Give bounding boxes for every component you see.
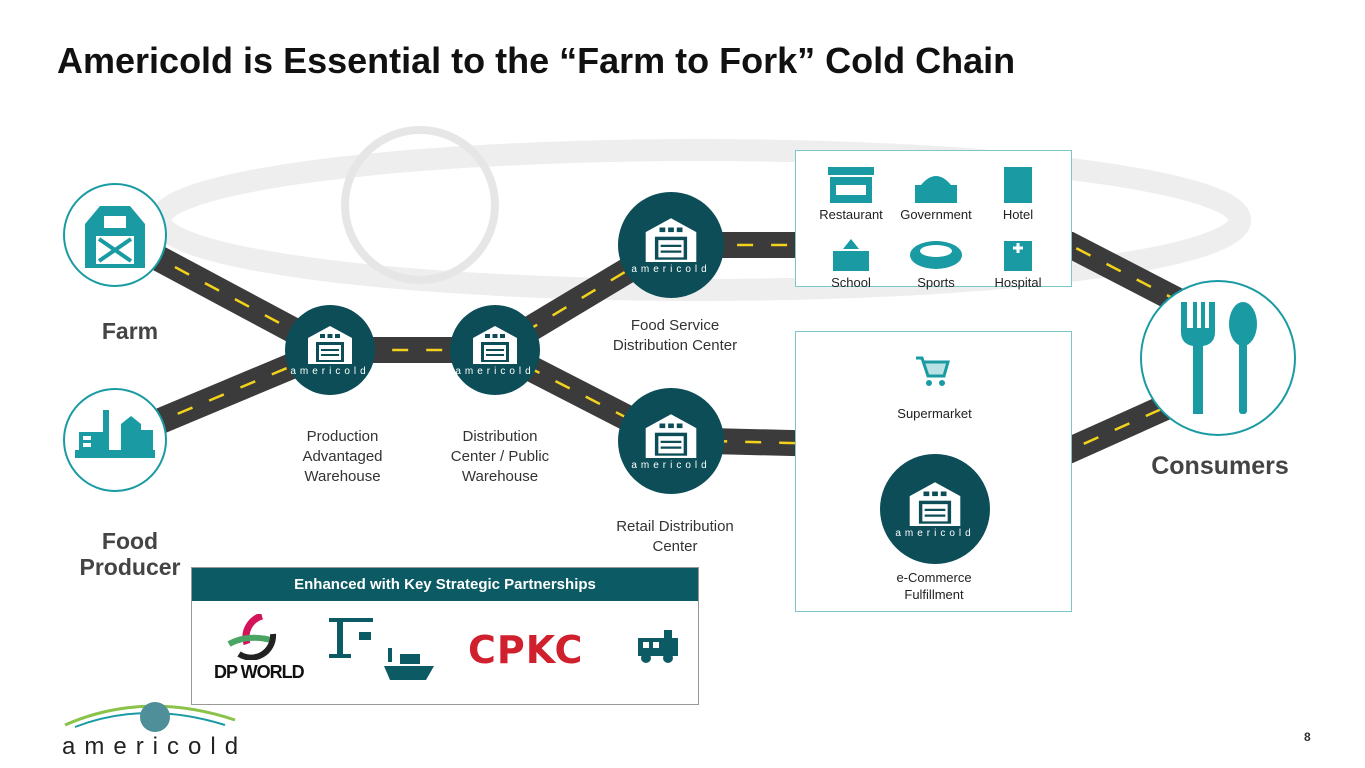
hotel-icon — [1004, 167, 1032, 203]
page-number: 8 — [1304, 730, 1311, 744]
warehouse-icon — [645, 217, 697, 262]
hospital-icon — [1004, 241, 1032, 271]
warehouse-icon — [645, 413, 697, 458]
ecommerce-label: e-Commerce Fulfillment — [896, 570, 972, 602]
partnerships-panel: Enhanced with Key Strategic Partnerships… — [191, 567, 699, 705]
partnerships-heading: Enhanced with Key Strategic Partnerships — [192, 568, 698, 601]
stadium-icon — [910, 241, 962, 269]
warehouse-icon — [473, 325, 517, 364]
sports-item: Sports — [891, 237, 981, 290]
dp-world-logo: DP WORLD — [214, 662, 305, 682]
farm-label: Farm — [101, 318, 159, 344]
port-crane-icon — [329, 618, 373, 658]
restaurant-icon — [828, 167, 874, 203]
page-title: Americold is Essential to the “Farm to F… — [57, 40, 1016, 81]
fork-spoon-icon — [1181, 302, 1257, 414]
hospital-item: Hospital — [973, 237, 1063, 290]
farm-node — [63, 183, 167, 287]
globe-watermark — [341, 126, 499, 284]
retail-dc-node: americold — [618, 388, 724, 494]
ecommerce-node: americold — [880, 454, 990, 564]
food-producer-node — [63, 388, 167, 492]
food-service-outlets-panel: Restaurant Government Hotel School Sport… — [795, 150, 1072, 290]
government-icon — [915, 176, 957, 203]
hotel-item: Hotel — [973, 167, 1063, 222]
distribution-center-node: americold — [450, 305, 540, 395]
retail-outlets-panel: Supermarket americold e-Commerce Fulfill… — [795, 331, 1072, 612]
food-service-dc-node: americold — [618, 192, 724, 298]
americold-logo-text: americold — [62, 733, 248, 760]
warehouse-icon — [909, 481, 961, 526]
warehouse-brand: americold — [631, 459, 711, 471]
warehouse-brand: americold — [455, 365, 535, 377]
school-item: School — [806, 237, 896, 290]
barn-icon — [85, 206, 145, 268]
cargo-ship-icon — [384, 648, 434, 680]
cpkc-logo: CPKC — [468, 628, 584, 672]
supermarket-label: Supermarket — [897, 406, 972, 421]
warehouse-brand: americold — [290, 365, 370, 377]
distribution-label: Distribution Center / Public Warehouse — [450, 428, 550, 485]
consumers-node — [1140, 280, 1296, 436]
production-warehouse-node: americold — [285, 305, 375, 395]
restaurant-item: Restaurant — [806, 167, 896, 222]
consumers-label: Consumers — [1151, 452, 1289, 480]
warehouse-icon — [308, 325, 352, 364]
food-producer-label: Food Producer — [79, 528, 181, 580]
production-label: Production Advantaged Warehouse — [302, 428, 383, 485]
school-icon — [833, 239, 869, 271]
retail-label: Retail Distribution Center — [616, 518, 734, 555]
americold-globe-logo — [64, 702, 236, 732]
train-icon — [638, 630, 678, 663]
warehouse-brand: americold — [895, 527, 975, 539]
dp-world-globe-logo — [227, 614, 277, 660]
factory-icon — [75, 410, 155, 458]
shopping-cart-icon — [916, 356, 950, 386]
warehouse-brand: americold — [631, 263, 711, 275]
government-item: Government — [891, 167, 981, 222]
food-service-label: Food Service Distribution Center — [612, 317, 738, 354]
